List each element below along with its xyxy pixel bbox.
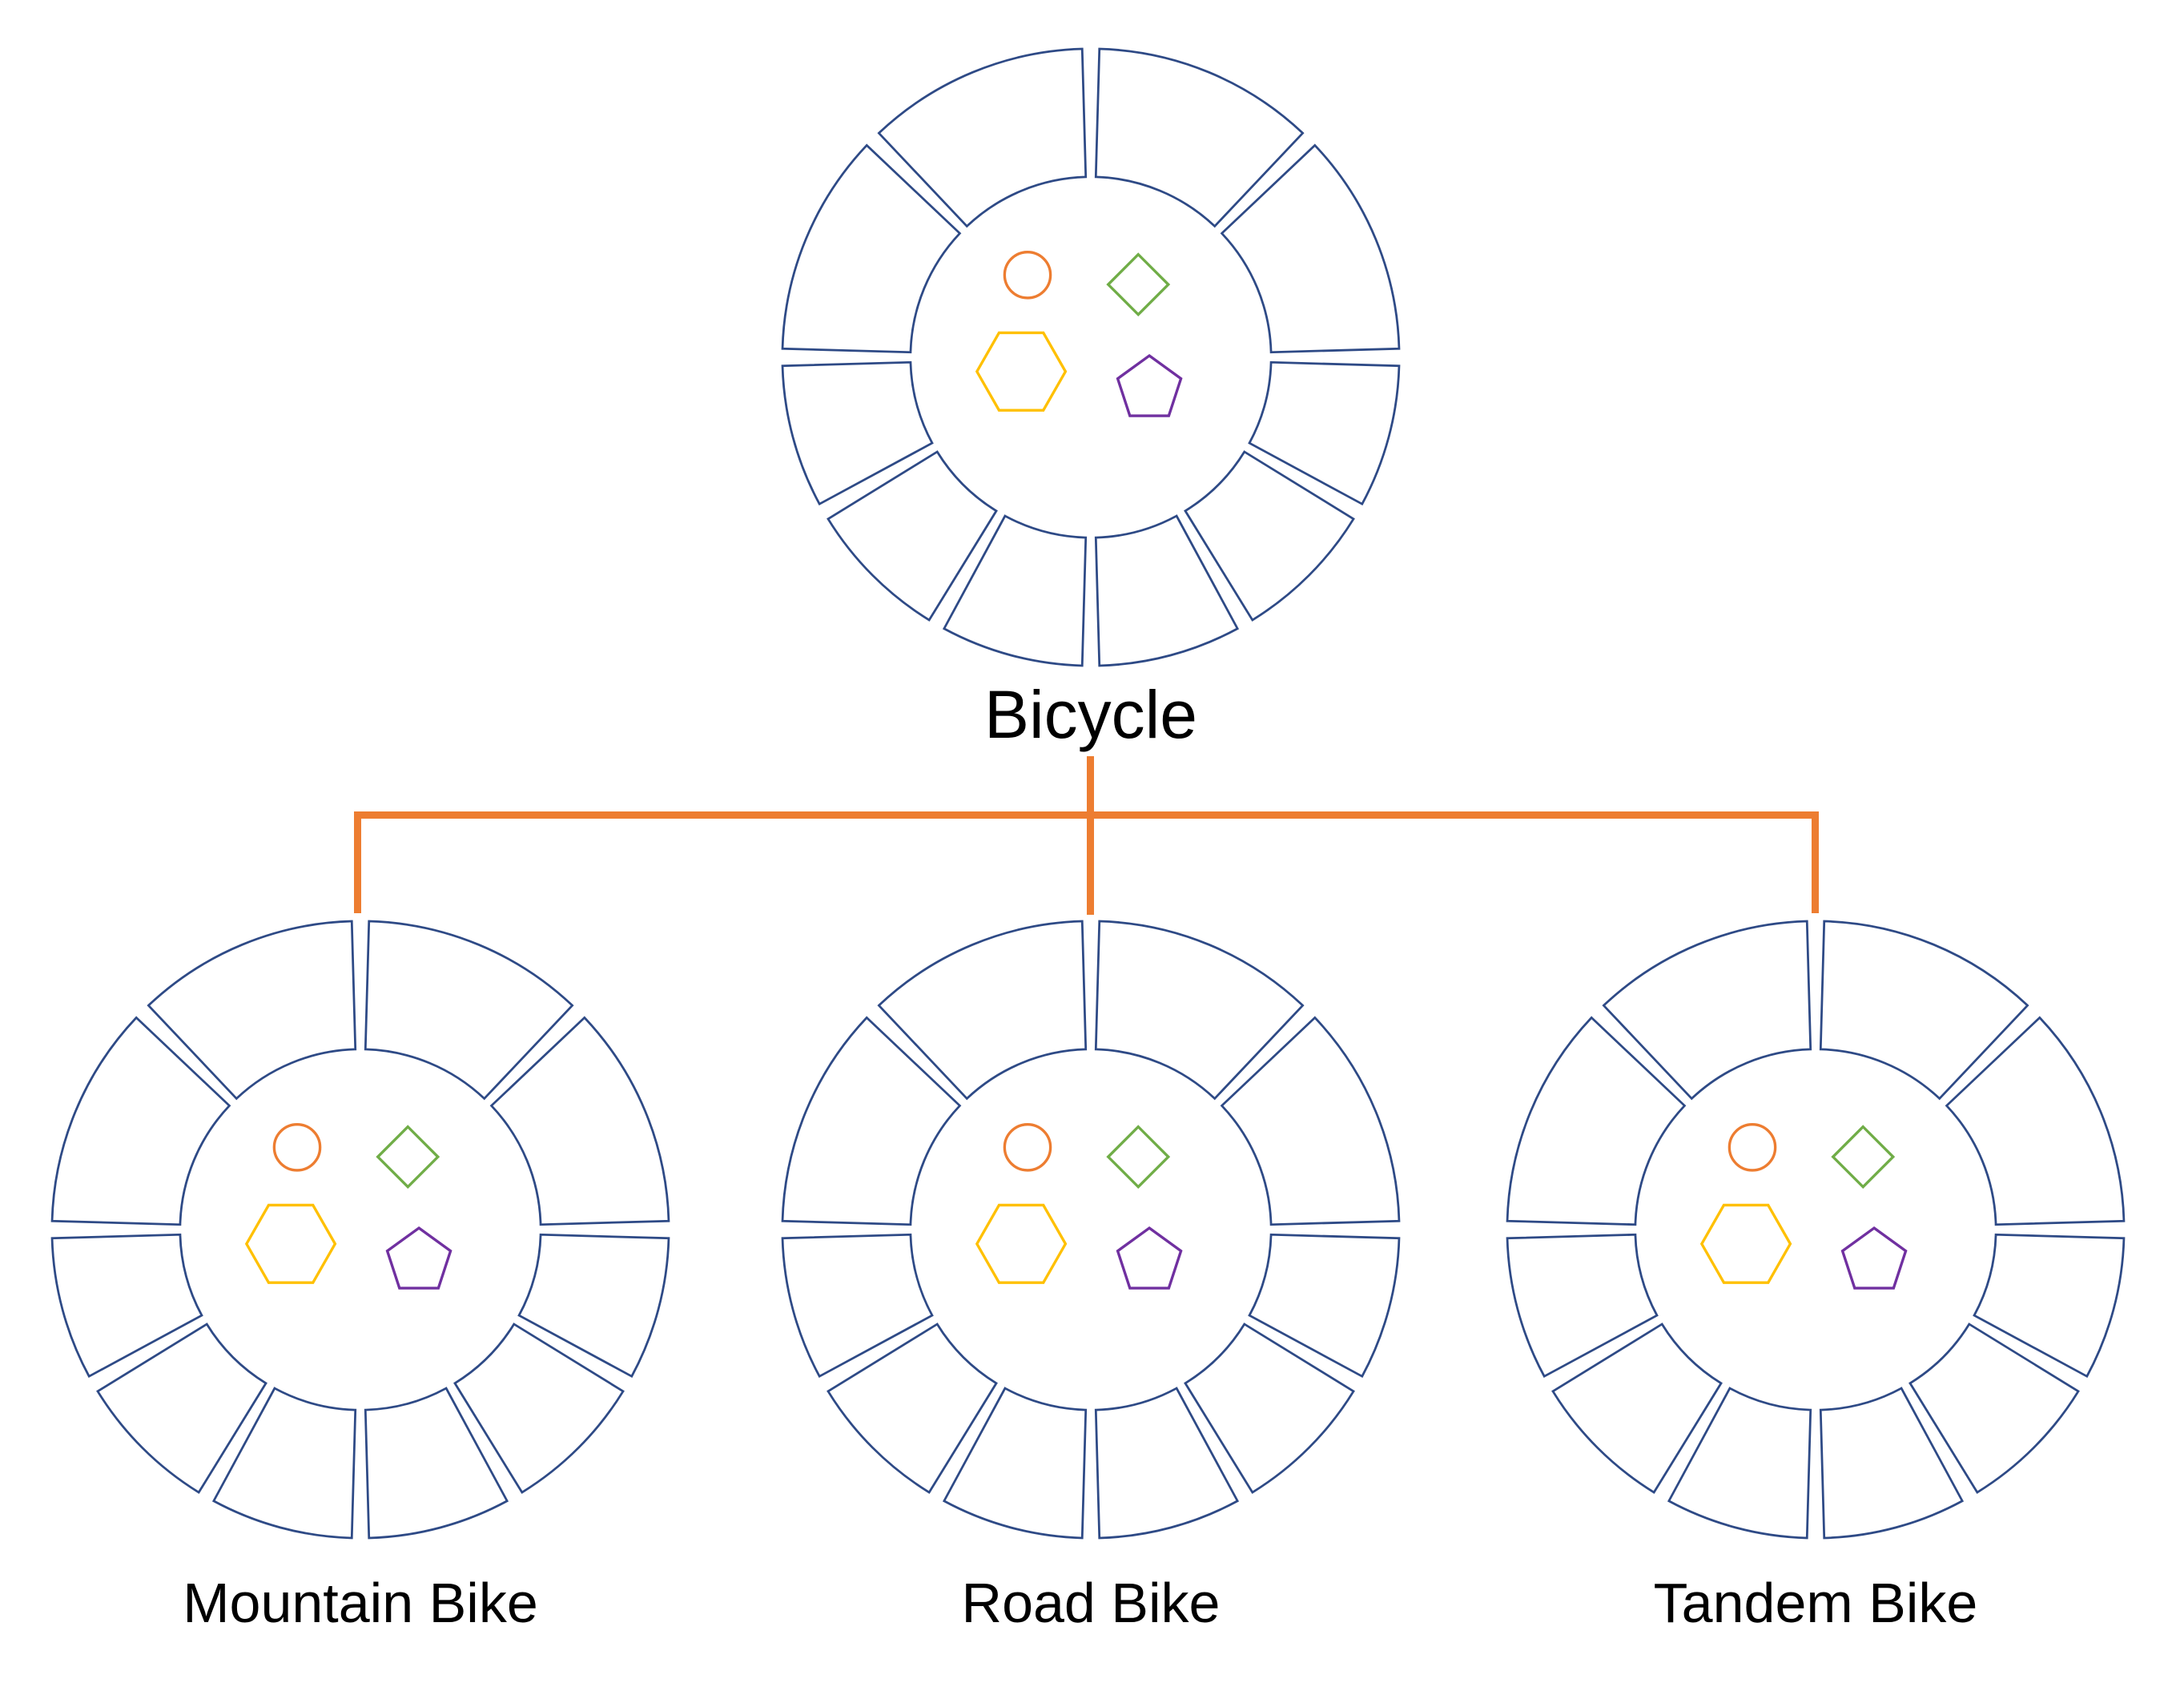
wheel-segment xyxy=(1184,1323,1355,1494)
pentagon-shape xyxy=(1116,353,1183,417)
wheel-segment xyxy=(781,1016,962,1226)
wheel-segment xyxy=(453,1323,625,1494)
wheel-segment xyxy=(1667,1387,1812,1540)
wheel-segment xyxy=(1094,1387,1240,1540)
wheel-segment xyxy=(147,920,357,1101)
wheel-segment xyxy=(942,514,1088,667)
circle-shape xyxy=(272,1122,322,1172)
circle-shape xyxy=(1727,1122,1777,1172)
hexagon-shape xyxy=(244,1203,337,1284)
hexagon-shape xyxy=(1699,1203,1792,1284)
node-bicycle-wheel xyxy=(774,41,1407,674)
wheel-segment xyxy=(1506,1233,1659,1379)
wheel-segment xyxy=(489,1016,670,1226)
wheel-segment xyxy=(1248,360,1401,506)
wheel-segment xyxy=(1551,1323,1723,1494)
wheel-segment xyxy=(1184,450,1355,622)
node-tandem-bike-wheel xyxy=(1499,913,2132,1546)
wheel-segment xyxy=(877,920,1088,1101)
wheel-segment xyxy=(1945,1016,2126,1226)
wheel-segment xyxy=(1506,1016,1687,1226)
pentagon-shape xyxy=(1840,1226,1908,1290)
diamond-shape xyxy=(1106,252,1171,317)
wheel-segment xyxy=(1819,920,2029,1101)
hexagon-shape xyxy=(975,1203,1068,1284)
wheel-segment xyxy=(50,1233,203,1379)
wheel-segment xyxy=(1220,143,1401,354)
node-mountain-bike-wheel xyxy=(44,913,677,1546)
wheel-segment xyxy=(1094,920,1305,1101)
node-bicycle-label: Bicycle xyxy=(983,677,1198,752)
wheel-segment xyxy=(781,1233,934,1379)
node-tandem-bike-label: Tandem Bike xyxy=(1653,1572,1978,1634)
wheel-segment xyxy=(827,1323,998,1494)
wheel-segment xyxy=(942,1387,1088,1540)
wheel-segment xyxy=(517,1233,670,1379)
wheel-segment xyxy=(1908,1323,2080,1494)
wheel-segment xyxy=(96,1323,267,1494)
segmented-wheel-graphic xyxy=(50,920,670,1540)
wheel-segment xyxy=(877,47,1088,228)
segmented-wheel-graphic xyxy=(1506,920,2126,1540)
connector-drop-right xyxy=(1812,811,1819,913)
connector-horizontal xyxy=(354,811,1819,819)
connector-stem xyxy=(1087,756,1094,915)
wheel-segment xyxy=(1819,1387,1965,1540)
wheel-segment xyxy=(781,360,934,506)
wheel-segment xyxy=(1248,1233,1401,1379)
wheel-segment xyxy=(364,920,574,1101)
wheel-segment xyxy=(211,1387,357,1540)
wheel-segment xyxy=(364,1387,509,1540)
node-mountain-bike-label: Mountain Bike xyxy=(183,1572,538,1634)
wheel-segment xyxy=(1094,47,1305,228)
wheel-segment xyxy=(827,450,998,622)
wheel-segment xyxy=(1973,1233,2126,1379)
pentagon-shape xyxy=(1116,1226,1183,1290)
segmented-wheel-graphic xyxy=(781,47,1401,667)
hexagon-shape xyxy=(975,331,1068,412)
wheel-segment xyxy=(1094,514,1240,667)
connector-drop-left xyxy=(354,811,361,913)
diamond-shape xyxy=(1831,1125,1896,1190)
pentagon-shape xyxy=(385,1226,452,1290)
wheel-segment xyxy=(50,1016,231,1226)
circle-shape xyxy=(1003,1122,1052,1172)
circle-shape xyxy=(1003,250,1052,300)
diamond-shape xyxy=(1106,1125,1171,1190)
segmented-wheel-graphic xyxy=(781,920,1401,1540)
wheel-segment xyxy=(1602,920,1812,1101)
diamond-shape xyxy=(376,1125,440,1190)
node-road-bike-wheel xyxy=(774,913,1407,1546)
node-road-bike-label: Road Bike xyxy=(961,1572,1221,1634)
wheel-segment xyxy=(781,143,962,354)
wheel-segment xyxy=(1220,1016,1401,1226)
